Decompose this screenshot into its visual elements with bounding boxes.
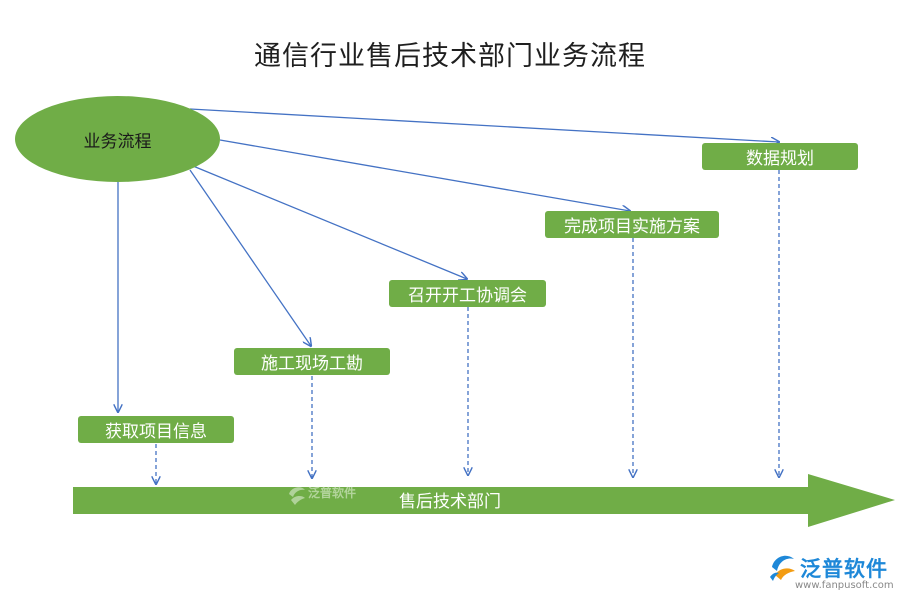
- step-kickoff-meeting: 召开开工协调会: [389, 280, 546, 307]
- root-process-label: 业务流程: [83, 131, 152, 152]
- watermark-icon: [289, 487, 305, 505]
- watermark: 泛普软件: [287, 484, 356, 501]
- step-label: 召开开工协调会: [408, 286, 527, 306]
- watermark-text: 泛普软件: [308, 486, 357, 500]
- step-label: 获取项目信息: [105, 422, 207, 442]
- brand-logo: 泛普软件: [770, 553, 888, 583]
- connector-root-step3: [192, 165, 467, 279]
- root-process-node: 业务流程: [15, 96, 220, 182]
- brand-url: www.fanpusoft.com: [795, 580, 894, 591]
- connector-root-step2: [189, 169, 311, 346]
- step-label: 施工现场工勘: [261, 354, 363, 374]
- connector-root-step5: [189, 108, 779, 142]
- timeline-label: 售后技术部门: [399, 492, 501, 512]
- step-get-project-info: 获取项目信息: [78, 416, 234, 443]
- step-label: 完成项目实施方案: [564, 217, 700, 237]
- brand-logo-icon: [770, 555, 795, 581]
- brand-name: 泛普软件: [800, 557, 888, 581]
- step-label: 数据规划: [746, 149, 814, 169]
- step-data-planning: 数据规划: [702, 143, 858, 170]
- connector-root-step4: [219, 139, 630, 211]
- page-title: 通信行业售后技术部门业务流程: [254, 41, 646, 72]
- step-site-survey: 施工现场工勘: [234, 348, 390, 375]
- step-implementation-plan: 完成项目实施方案: [545, 211, 719, 238]
- timeline-arrow: [73, 474, 895, 527]
